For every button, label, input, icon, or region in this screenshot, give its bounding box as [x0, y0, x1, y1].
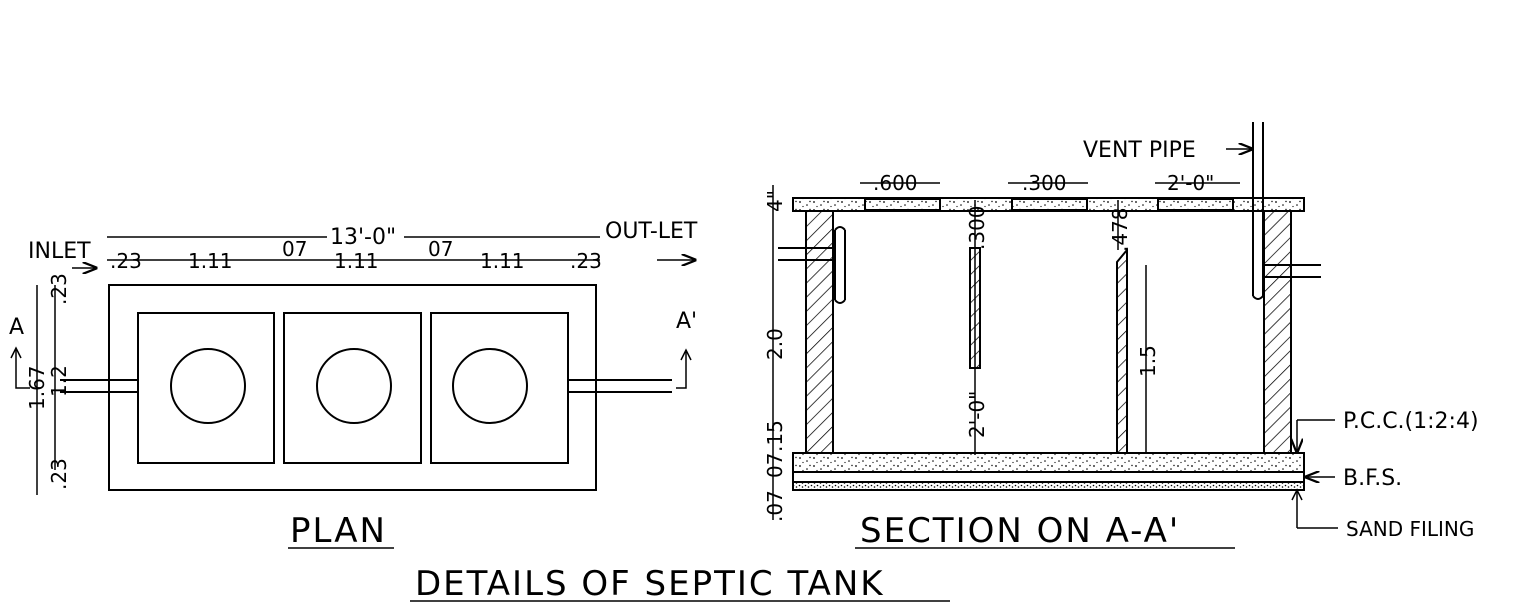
plan-inlet-pipe [60, 379, 138, 393]
plan-manhole-1 [170, 348, 246, 424]
section-base-dim-2: .07 [763, 490, 787, 522]
section-baffle-2 [1116, 247, 1128, 454]
plan-outlet-pipe [568, 379, 672, 393]
plan-manhole-2 [316, 348, 392, 424]
plan-view: 13'-0" OUT-LET INLET .23 1.11 07 1.11 07… [9, 219, 698, 551]
plan-inlet-label: INLET [28, 239, 91, 264]
plan-outlet-label: OUT-LET [605, 219, 698, 244]
section-left-wall [805, 210, 834, 454]
section-depth-partial: .15 [763, 420, 787, 452]
section-slab-thickness: 4" [763, 190, 787, 212]
plan-chamber-1 [137, 312, 275, 464]
section-baffle-top-1: .300 [965, 205, 989, 250]
plan-dim-left-2: 1.2 [47, 365, 71, 397]
plan-title: PLAN [290, 511, 387, 551]
plan-dim-top-5: 07 [428, 237, 453, 261]
section-inlet-pipe [778, 247, 833, 261]
plan-dim-top-2: 1.11 [188, 249, 233, 273]
plan-dim-top-4: 1.11 [334, 249, 379, 273]
section-vent-pipe-label: VENT PIPE [1083, 138, 1196, 163]
section-depth-total: 2.0 [763, 328, 787, 360]
section-sand-layer [792, 481, 1305, 491]
section-base-dim-1: 07 [763, 453, 787, 478]
plan-outer-wall [108, 284, 597, 491]
section-baffle-height-2: 1.5 [1136, 345, 1160, 377]
plan-section-mark-right: A' [676, 309, 697, 334]
plan-overall-length: 13'-0" [330, 225, 396, 250]
plan-manhole-3 [452, 348, 528, 424]
plan-dim-top-1: .23 [110, 249, 142, 273]
plan-dim-top-7: .23 [570, 249, 602, 273]
plan-section-mark-left: A [9, 315, 24, 340]
section-outlet-pipe [1264, 264, 1321, 278]
plan-dim-top-6: 1.11 [480, 249, 525, 273]
section-right-wall [1263, 210, 1292, 454]
section-baffle-top-2: .478 [1108, 207, 1132, 252]
plan-dim-top-3: 07 [282, 237, 307, 261]
plan-dim-left-4: .23 [47, 458, 71, 490]
section-pcc-layer [792, 452, 1305, 473]
section-layer-pcc: P.C.C.(1:2:4) [1343, 409, 1479, 434]
plan-dim-left-1: .23 [47, 273, 71, 305]
section-title: SECTION ON A-A' [860, 511, 1180, 551]
section-view: VENT PIPE .600 .300 2'-0" 4" 2.0 .15 07 … [763, 122, 1479, 551]
section-layer-bfs: B.F.S. [1343, 466, 1402, 491]
section-layer-sand: SAND FILING [1346, 517, 1474, 541]
plan-chamber-3 [430, 312, 569, 464]
drawing-title: DETAILS OF SEPTIC TANK [415, 564, 885, 604]
plan-chamber-2 [283, 312, 422, 464]
section-bfs-layer [792, 471, 1305, 483]
section-baffle-height-1: 2'-0" [965, 391, 989, 438]
